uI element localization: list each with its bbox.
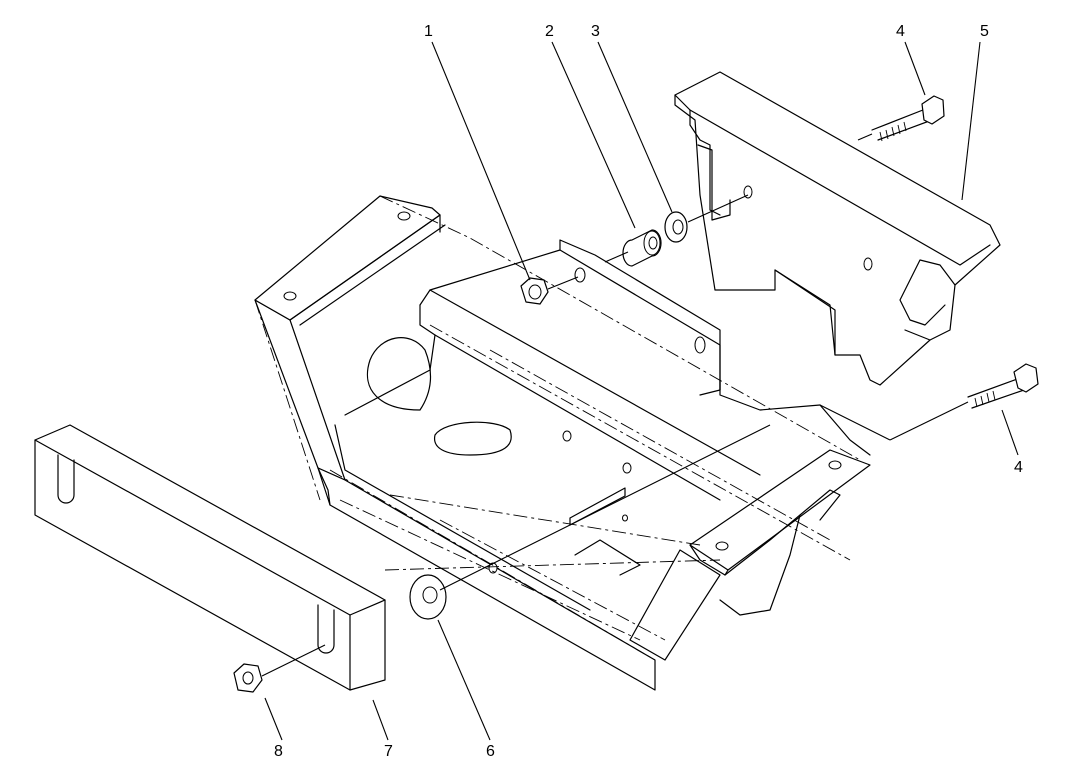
- washer-large: [409, 424, 771, 620]
- side-bar: [34, 424, 386, 691]
- spacer-sleeve: [604, 229, 662, 267]
- callout-6: 6: [486, 743, 495, 760]
- callout-leaders: [264, 41, 1019, 741]
- hex-nut-lower: [233, 644, 326, 693]
- callout-3: 3: [591, 23, 600, 40]
- washer-small: [664, 194, 749, 243]
- callout-4-upper: 4: [896, 23, 905, 40]
- bolt-upper: [857, 95, 945, 142]
- callout-5: 5: [980, 23, 989, 40]
- upper-mounting-block: [674, 71, 1001, 386]
- bolt-lower: [819, 363, 1039, 441]
- callout-7: 7: [384, 743, 393, 760]
- callout-8: 8: [274, 743, 283, 760]
- callout-labels: 1 2 3 4 5 4 6 7 8: [274, 23, 1023, 760]
- hex-nut-upper: [520, 276, 579, 305]
- callout-1: 1: [424, 23, 433, 40]
- callout-4-lower: 4: [1014, 459, 1023, 476]
- mounting-bracket-frame: [254, 195, 871, 691]
- callout-2: 2: [545, 23, 554, 40]
